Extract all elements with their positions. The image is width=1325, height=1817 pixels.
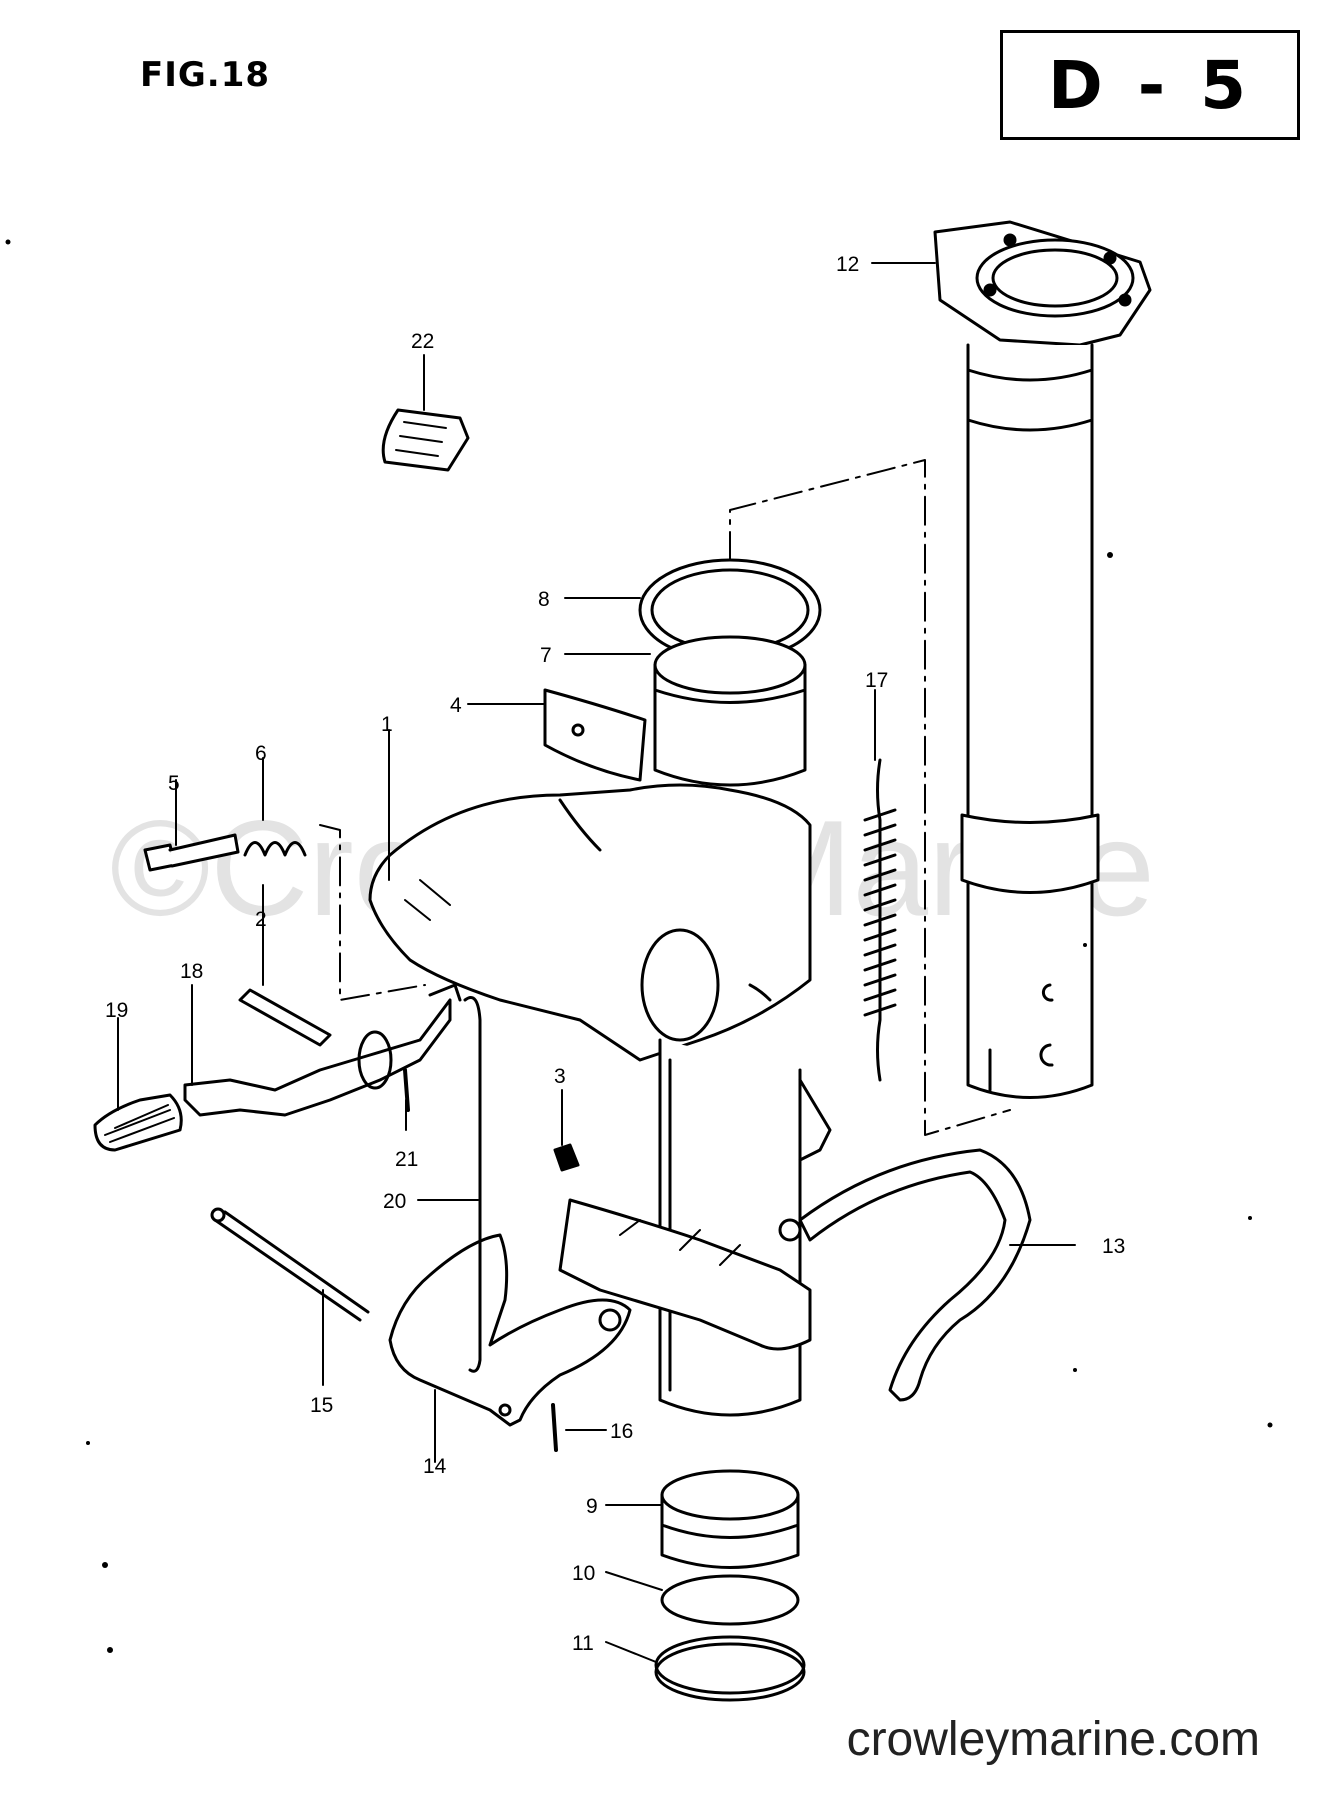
- part-13-clamp-bracket: [798, 1148, 1032, 1402]
- part-16-pin: [551, 1403, 558, 1452]
- figure-label: FIG.18: [140, 55, 271, 95]
- leader-lines: [117, 262, 1076, 1663]
- callout-22: 22: [411, 330, 434, 353]
- page-code-box: D - 5: [1000, 30, 1300, 140]
- page-code: D - 5: [1047, 46, 1253, 124]
- callout-11: 11: [572, 1632, 594, 1655]
- callout-labels: 1 2 3 4 5 6 7 8 9 10 11 12 13 14 15 16 1…: [105, 253, 1125, 1655]
- callout-4: 4: [450, 694, 462, 717]
- callout-15: 15: [310, 1394, 333, 1417]
- part-11-ring: [654, 1635, 806, 1702]
- callout-8: 8: [538, 588, 550, 611]
- part-1-swivel-bracket: [368, 783, 832, 1417]
- part-6-spring: [243, 841, 307, 857]
- callout-2: 2: [255, 908, 267, 931]
- part-19-lever-grip: [93, 1093, 183, 1152]
- site-url: crowleymarine.com: [846, 1713, 1260, 1766]
- callout-18: 18: [180, 960, 203, 983]
- part-18-tilt-lever: [183, 983, 462, 1117]
- callout-7: 7: [540, 644, 552, 667]
- callout-5: 5: [168, 772, 180, 795]
- callout-1: 1: [381, 713, 393, 736]
- scan-speckles: [5, 239, 1273, 1653]
- part-3-grease-fitting: [553, 1143, 580, 1172]
- part-22-decal: [381, 408, 470, 472]
- callout-14: 14: [423, 1455, 447, 1478]
- callout-12: 12: [836, 253, 859, 276]
- part-5-bolt: [143, 833, 240, 872]
- part-20-rod: [463, 996, 482, 1373]
- part-17-return-spring: [863, 758, 897, 1082]
- callout-10: 10: [572, 1562, 595, 1585]
- part-2-pin: [238, 988, 332, 1047]
- callout-13: 13: [1102, 1235, 1125, 1258]
- part-7-bushing: [653, 635, 807, 787]
- callout-9: 9: [586, 1495, 598, 1518]
- callout-21: 21: [395, 1148, 418, 1171]
- callout-16: 16: [610, 1420, 633, 1443]
- callout-3: 3: [554, 1065, 566, 1088]
- callout-6: 6: [255, 742, 267, 765]
- assembly-lines: [319, 459, 1011, 1136]
- callout-19: 19: [105, 999, 128, 1022]
- callout-17: 17: [865, 669, 888, 692]
- part-4-half-bushing: [543, 688, 647, 782]
- callout-20: 20: [383, 1190, 406, 1213]
- part-9-lower-bushing: [660, 1469, 800, 1569]
- part-14-lower-bracket: [388, 1233, 632, 1427]
- part-21-pin: [403, 1068, 410, 1112]
- part-15-long-bolt: [210, 1207, 370, 1322]
- part-12-drive-shaft-tube: [933, 220, 1152, 1099]
- part-10-ring: [660, 1574, 800, 1626]
